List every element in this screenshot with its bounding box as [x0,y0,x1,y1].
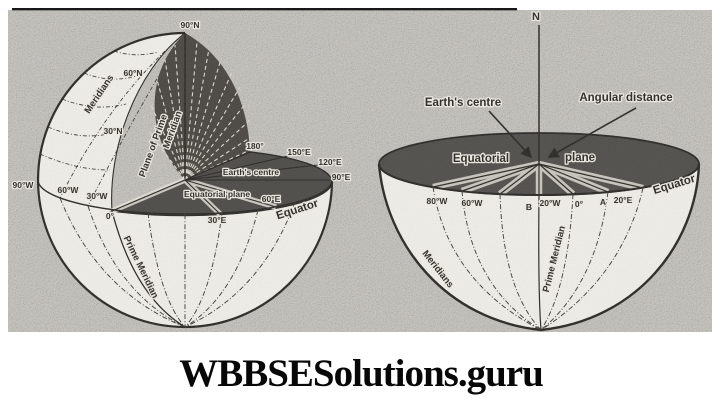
top-rule-line [12,8,517,11]
watermark-text: WBBSESolutions.guru [179,352,544,395]
noise-overlay [8,10,712,332]
